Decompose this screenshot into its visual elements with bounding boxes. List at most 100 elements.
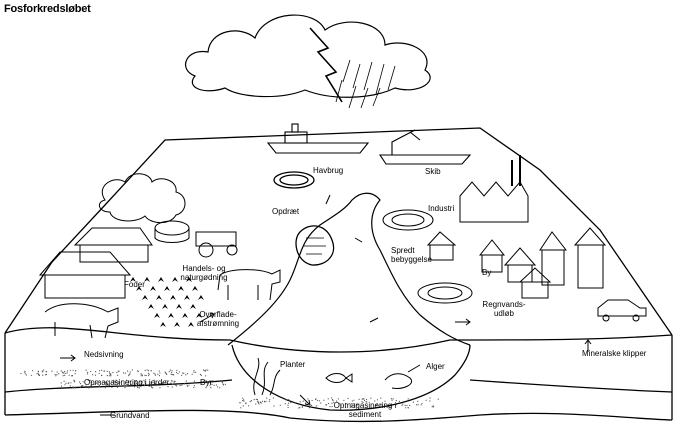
cow-icon xyxy=(217,269,281,301)
soil-dot xyxy=(111,386,113,388)
soil-dot xyxy=(54,373,56,376)
soil-dot xyxy=(311,399,313,402)
soil-dot xyxy=(405,407,407,409)
soil-dot xyxy=(193,370,195,372)
soil-dot xyxy=(402,403,404,405)
soil-dot xyxy=(195,371,197,373)
soil-dot xyxy=(365,398,368,401)
soil-dot xyxy=(140,373,142,375)
soil-dot xyxy=(307,398,309,400)
label-opdraet: Opdræt xyxy=(272,207,300,216)
soil-dot xyxy=(374,400,376,402)
soil-dot xyxy=(144,374,146,376)
soil-stipple xyxy=(20,369,439,409)
soil-dot xyxy=(250,400,252,402)
soil-dot xyxy=(144,383,146,385)
soil-dot xyxy=(140,382,142,384)
soil-dot xyxy=(209,385,211,387)
label-opmagasinering-i-jorder: Opmagasinering i jorder xyxy=(84,378,170,387)
label-foder: Foder xyxy=(124,280,145,289)
soil-layer-line xyxy=(4,379,233,393)
soil-dot xyxy=(153,372,155,374)
soil-dot xyxy=(68,382,70,384)
soil-dot xyxy=(337,398,339,400)
soil-dot xyxy=(134,386,136,388)
soil-dot xyxy=(204,370,206,372)
soil-dot xyxy=(175,371,178,374)
soil-dot xyxy=(249,400,251,403)
soil-dot xyxy=(193,380,195,382)
label-spredt-bebyggelse: Spredt bebyggelse xyxy=(391,246,432,264)
soil-dot xyxy=(325,404,327,406)
soil-dot xyxy=(173,381,175,383)
plants xyxy=(253,357,281,396)
soil-dot xyxy=(182,372,184,374)
soil-dot xyxy=(137,383,139,385)
soil-dot xyxy=(167,386,169,388)
soil-dot xyxy=(207,369,209,371)
soil-dot xyxy=(202,369,205,371)
soil-dot xyxy=(42,374,44,376)
rain xyxy=(335,59,396,109)
soil-dot xyxy=(350,403,352,405)
soil-dot xyxy=(63,372,65,374)
soil-dot xyxy=(287,402,290,404)
soil-dot xyxy=(217,386,219,388)
soil-dot xyxy=(68,374,70,376)
soil-dot xyxy=(99,385,101,387)
soil-dot xyxy=(116,386,118,388)
label-nedsivning: Nedsivning xyxy=(84,350,124,359)
soil-dot xyxy=(89,379,91,381)
soil-dot xyxy=(338,402,340,404)
soil-dot xyxy=(60,382,62,384)
soil-dot xyxy=(128,380,130,382)
soil-dot xyxy=(71,375,73,377)
soil-dot xyxy=(406,404,408,407)
soil-dot xyxy=(185,374,187,376)
soil-dot xyxy=(124,372,126,374)
soil-dot xyxy=(287,399,290,401)
soil-dot xyxy=(376,403,378,405)
soil-dot xyxy=(148,373,150,375)
soil-dot xyxy=(390,398,392,400)
soil-dot xyxy=(171,383,174,385)
soil-dot xyxy=(183,383,186,385)
soil-layer-line-right xyxy=(469,379,673,393)
soil-dot xyxy=(248,405,250,407)
soil-dot xyxy=(353,399,355,401)
soil-dot xyxy=(93,383,95,385)
soil-dot xyxy=(114,382,116,384)
soil-dot xyxy=(432,405,434,407)
soil-dot xyxy=(125,379,127,381)
crop-plant xyxy=(188,322,194,327)
car-icon xyxy=(597,299,647,317)
soil-dot xyxy=(106,382,108,384)
soil-dot xyxy=(69,385,71,387)
soil-dot xyxy=(344,402,347,404)
soil-dot xyxy=(136,382,138,385)
soil-dot xyxy=(151,386,153,388)
soil-dot xyxy=(20,372,22,375)
soil-dot xyxy=(168,371,170,373)
soil-dot xyxy=(420,404,422,406)
animals-icon xyxy=(44,303,119,339)
soil-dot xyxy=(122,372,125,374)
soil-dot xyxy=(215,384,217,386)
soil-dot xyxy=(136,385,138,387)
soil-dot xyxy=(106,370,108,372)
factory xyxy=(459,181,529,223)
soil-dot xyxy=(185,380,187,382)
soil-dot xyxy=(154,383,156,385)
lightning-bolt xyxy=(309,27,343,103)
soil-dot xyxy=(266,397,268,399)
soil-dot xyxy=(412,401,415,403)
soil-dot xyxy=(213,384,215,386)
soil-dot xyxy=(108,371,110,373)
soil-dot xyxy=(109,372,111,374)
soil-dot xyxy=(308,407,310,409)
soil-dot xyxy=(336,400,338,402)
crop-plant xyxy=(156,295,162,300)
soil-dot xyxy=(149,382,151,384)
soil-dot xyxy=(205,369,207,371)
soil-dot xyxy=(119,382,121,384)
